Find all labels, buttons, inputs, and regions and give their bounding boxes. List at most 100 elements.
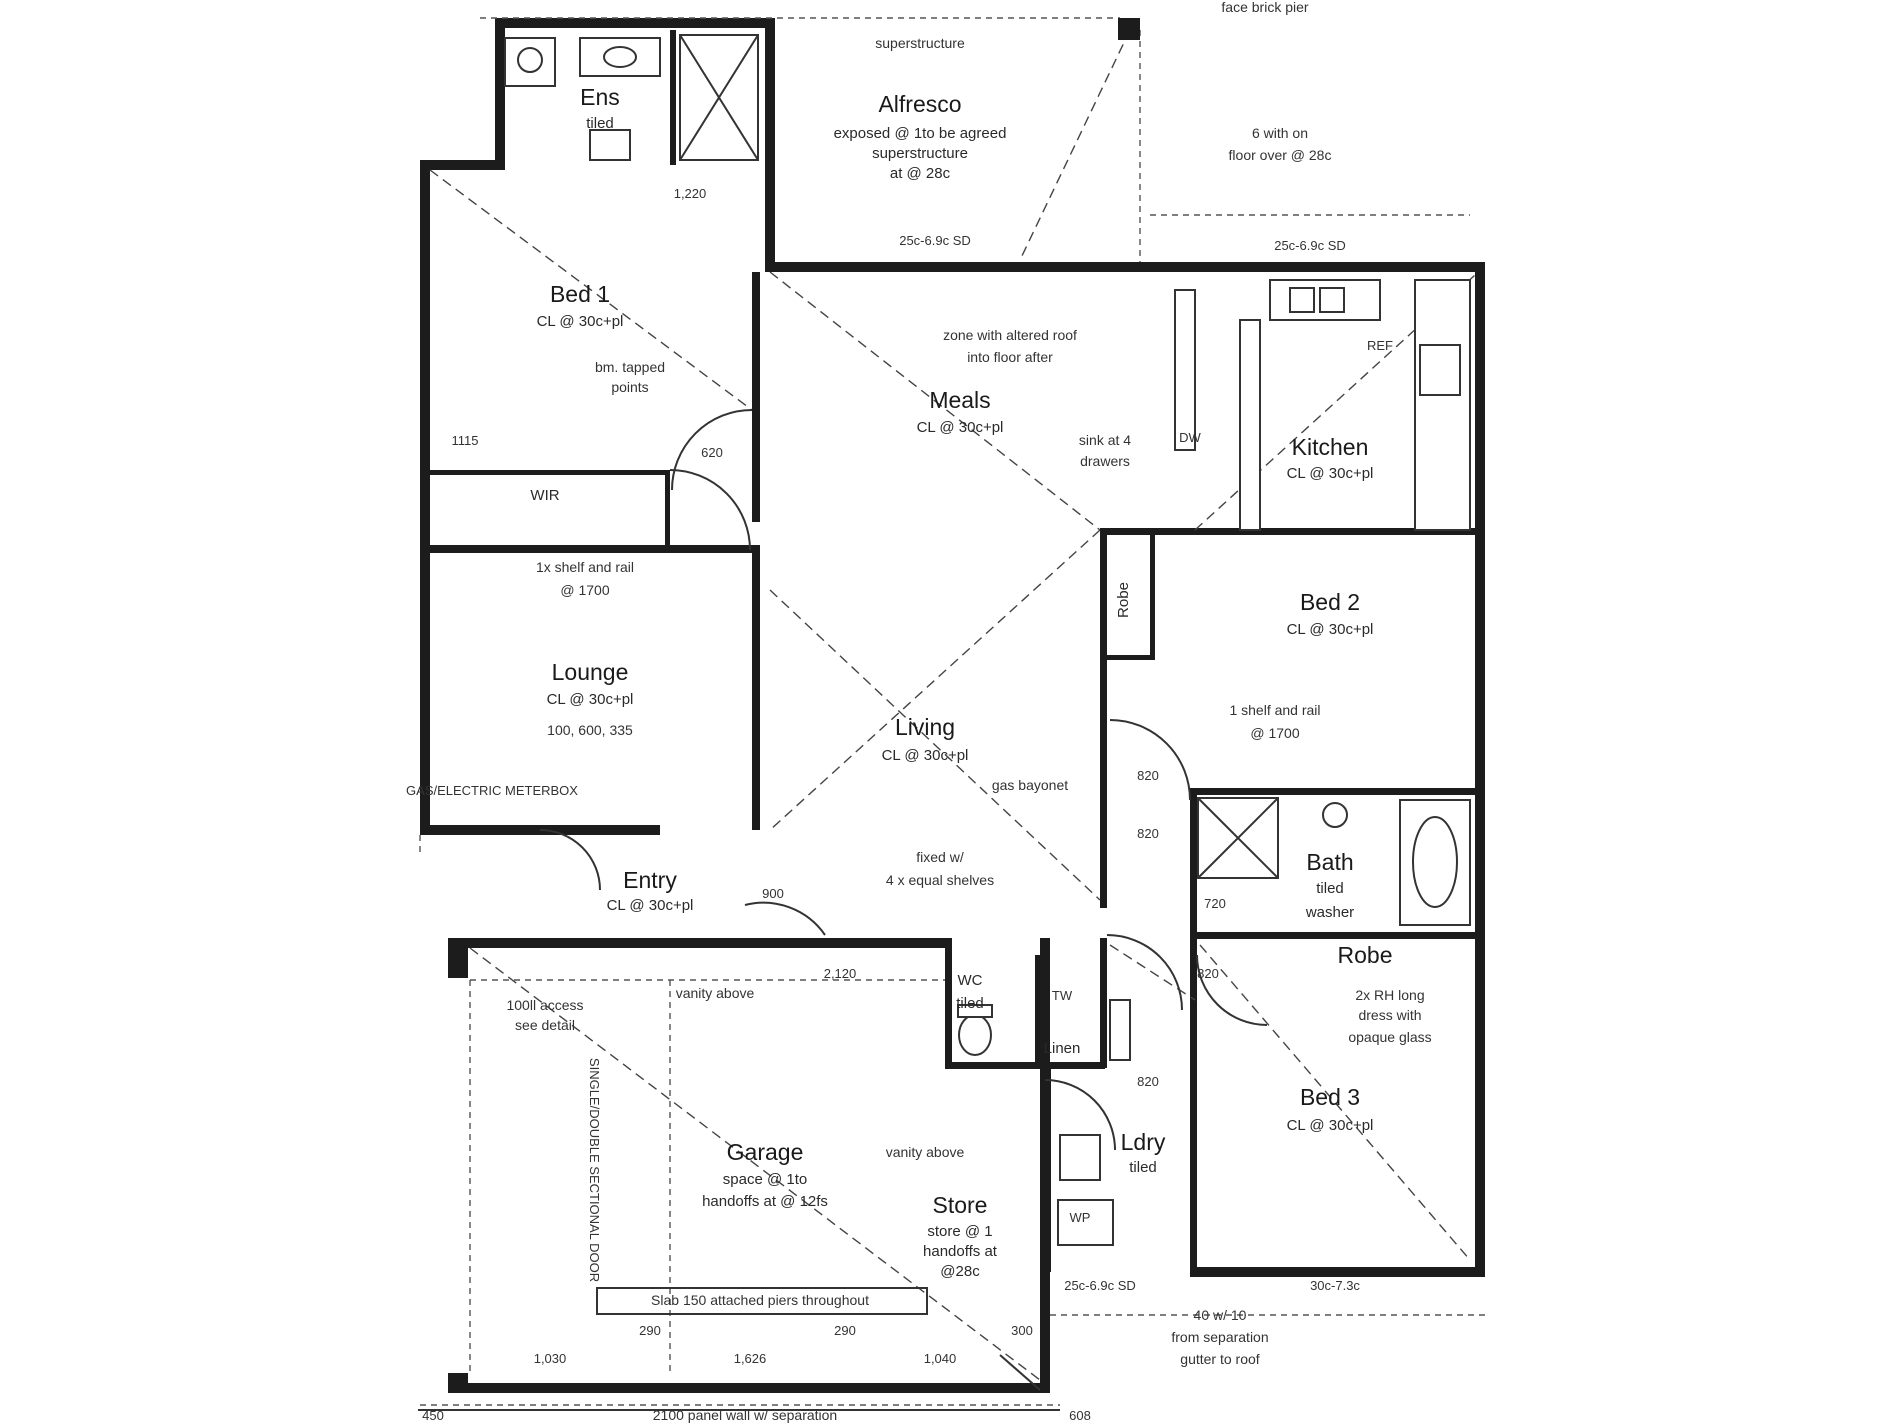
svg-text:608: 608 [1069, 1408, 1091, 1423]
kitchen-fixtures [1174, 279, 1471, 531]
svg-text:40 w/ 10: 40 w/ 10 [1194, 1307, 1247, 1323]
svg-text:30c-7.3c: 30c-7.3c [1310, 1278, 1360, 1293]
wir-label: WIR [530, 487, 559, 504]
garage-label: Garage [727, 1139, 804, 1165]
svg-text:tiled: tiled [1316, 880, 1344, 897]
svg-text:vanity above: vanity above [886, 1144, 965, 1160]
svg-text:tiled: tiled [1129, 1159, 1157, 1176]
svg-text:1 shelf and rail: 1 shelf and rail [1229, 702, 1320, 718]
svg-text:820: 820 [1137, 826, 1159, 841]
wc-label: WC [958, 972, 983, 989]
svg-text:620: 620 [701, 445, 723, 460]
svg-text:tiled: tiled [956, 995, 984, 1012]
svg-text:1115: 1115 [452, 433, 479, 448]
svg-text:exposed @ 1to be agreed: exposed @ 1to be agreed [834, 125, 1007, 142]
svg-text:gutter to roof: gutter to roof [1180, 1351, 1259, 1367]
svg-text:SINGLE/DOUBLE SECTIONAL DOOR: SINGLE/DOUBLE SECTIONAL DOOR [587, 1058, 602, 1282]
svg-text:290: 290 [834, 1323, 856, 1338]
svg-text:gas bayonet: gas bayonet [992, 777, 1068, 793]
svg-text:CL @ 30c+pl: CL @ 30c+pl [1287, 621, 1374, 638]
svg-text:CL @ 30c+pl: CL @ 30c+pl [917, 419, 1004, 436]
svg-text:WP: WP [1070, 1210, 1091, 1225]
svg-text:1,040: 1,040 [924, 1351, 957, 1366]
svg-text:handoffs at @ 12fs: handoffs at @ 12fs [702, 1193, 828, 1210]
svg-text:2100 panel wall w/ separation: 2100 panel wall w/ separation [653, 1407, 837, 1423]
svg-text:vanity above: vanity above [676, 985, 755, 1001]
svg-text:1x shelf and rail: 1x shelf and rail [536, 559, 634, 575]
svg-text:25c-6.9c SD: 25c-6.9c SD [1274, 238, 1346, 253]
svg-text:at @ 28c: at @ 28c [890, 165, 951, 182]
svg-text:into floor after: into floor after [967, 349, 1053, 365]
svg-text:CL @ 30c+pl: CL @ 30c+pl [882, 747, 969, 764]
svg-text:points: points [611, 379, 648, 395]
svg-text:820: 820 [1137, 1074, 1159, 1089]
svg-text:tiled: tiled [586, 115, 614, 132]
svg-text:CL @ 30c+pl: CL @ 30c+pl [607, 897, 694, 914]
svg-text:superstructure: superstructure [872, 145, 968, 162]
svg-text:from separation: from separation [1171, 1329, 1268, 1345]
svg-text:Slab 150 attached piers throug: Slab 150 attached piers throughout [651, 1292, 869, 1308]
svg-text:1,030: 1,030 [534, 1351, 567, 1366]
living-label: Living [895, 714, 955, 740]
svg-text:sink at 4: sink at 4 [1079, 432, 1131, 448]
svg-text:floor over @ 28c: floor over @ 28c [1229, 147, 1332, 163]
annotations: superstructure face brick pier 6 with on… [406, 0, 1432, 1423]
meals-label: Meals [929, 387, 990, 413]
svg-text:fixed w/: fixed w/ [916, 849, 964, 865]
svg-text:@ 1700: @ 1700 [1250, 725, 1299, 741]
svg-text:25c-6.9c SD: 25c-6.9c SD [899, 233, 971, 248]
svg-text:CL @ 30c+pl: CL @ 30c+pl [537, 313, 624, 330]
svg-text:720: 720 [1204, 896, 1226, 911]
bed3-label: Bed 3 [1300, 1084, 1360, 1110]
svg-text:100, 600, 335: 100, 600, 335 [547, 722, 633, 738]
svg-text:GAS/ELECTRIC METERBOX: GAS/ELECTRIC METERBOX [406, 783, 578, 798]
door-swings [539, 409, 1268, 1151]
svg-text:25c-6.9c SD: 25c-6.9c SD [1064, 1278, 1136, 1293]
robe-bed3-label: Robe [1338, 942, 1393, 968]
svg-text:superstructure: superstructure [875, 35, 965, 51]
svg-text:see detail: see detail [515, 1017, 575, 1033]
ensuite-fixtures [504, 34, 759, 161]
alfresco-label: Alfresco [878, 91, 961, 117]
svg-text:1,220: 1,220 [674, 186, 707, 201]
ceiling-diagonals [429, 29, 1476, 1381]
svg-text:face brick pier: face brick pier [1221, 0, 1308, 15]
svg-text:300: 300 [1011, 1323, 1033, 1338]
appliance-labels: WP TW REF DW [1052, 338, 1393, 1225]
svg-text:drawers: drawers [1080, 453, 1130, 469]
robe-bed2-label: Robe [1115, 582, 1132, 618]
svg-text:6 with on: 6 with on [1252, 125, 1308, 141]
room-labels: Alfresco exposed @ 1to be agreed superst… [530, 84, 1392, 1280]
svg-text:washer: washer [1305, 904, 1354, 921]
svg-text:2,120: 2,120 [824, 966, 857, 981]
svg-text:bm. tapped: bm. tapped [595, 359, 665, 375]
bed1-label: Bed 1 [550, 281, 610, 307]
svg-text:dress with: dress with [1358, 1007, 1421, 1023]
svg-text:@28c: @28c [940, 1263, 980, 1280]
svg-text:CL @ 30c+pl: CL @ 30c+pl [1287, 1117, 1374, 1134]
bath-label: Bath [1306, 849, 1353, 875]
linen-label: Linen [1044, 1040, 1081, 1057]
svg-text:DW: DW [1179, 430, 1201, 445]
svg-text:290: 290 [639, 1323, 661, 1338]
bed2-label: Bed 2 [1300, 589, 1360, 615]
svg-text:@ 1700: @ 1700 [560, 582, 609, 598]
svg-text:CL @ 30c+pl: CL @ 30c+pl [1287, 465, 1374, 482]
kitchen-label: Kitchen [1292, 434, 1369, 460]
svg-text:2x RH long: 2x RH long [1355, 987, 1424, 1003]
entry-label: Entry [623, 867, 677, 893]
svg-text:handoffs at: handoffs at [923, 1243, 998, 1260]
svg-text:4 x equal shelves: 4 x equal shelves [886, 872, 994, 888]
site-lines [418, 17, 1485, 1411]
svg-text:space @ 1to: space @ 1to [723, 1171, 807, 1188]
svg-text:820: 820 [1137, 768, 1159, 783]
dimensions: 1,220 25c-6.9c SD 25c-6.9c SD 2,120 1,03… [422, 186, 1360, 1423]
svg-text:CL @ 30c+pl: CL @ 30c+pl [547, 691, 634, 708]
svg-text:opaque glass: opaque glass [1348, 1029, 1431, 1045]
laundry-label: Ldry [1121, 1129, 1166, 1155]
wc-fixtures [957, 999, 1131, 1246]
svg-text:REF: REF [1367, 338, 1393, 353]
svg-text:100ll access: 100ll access [506, 997, 583, 1013]
store-label: Store [933, 1192, 988, 1218]
